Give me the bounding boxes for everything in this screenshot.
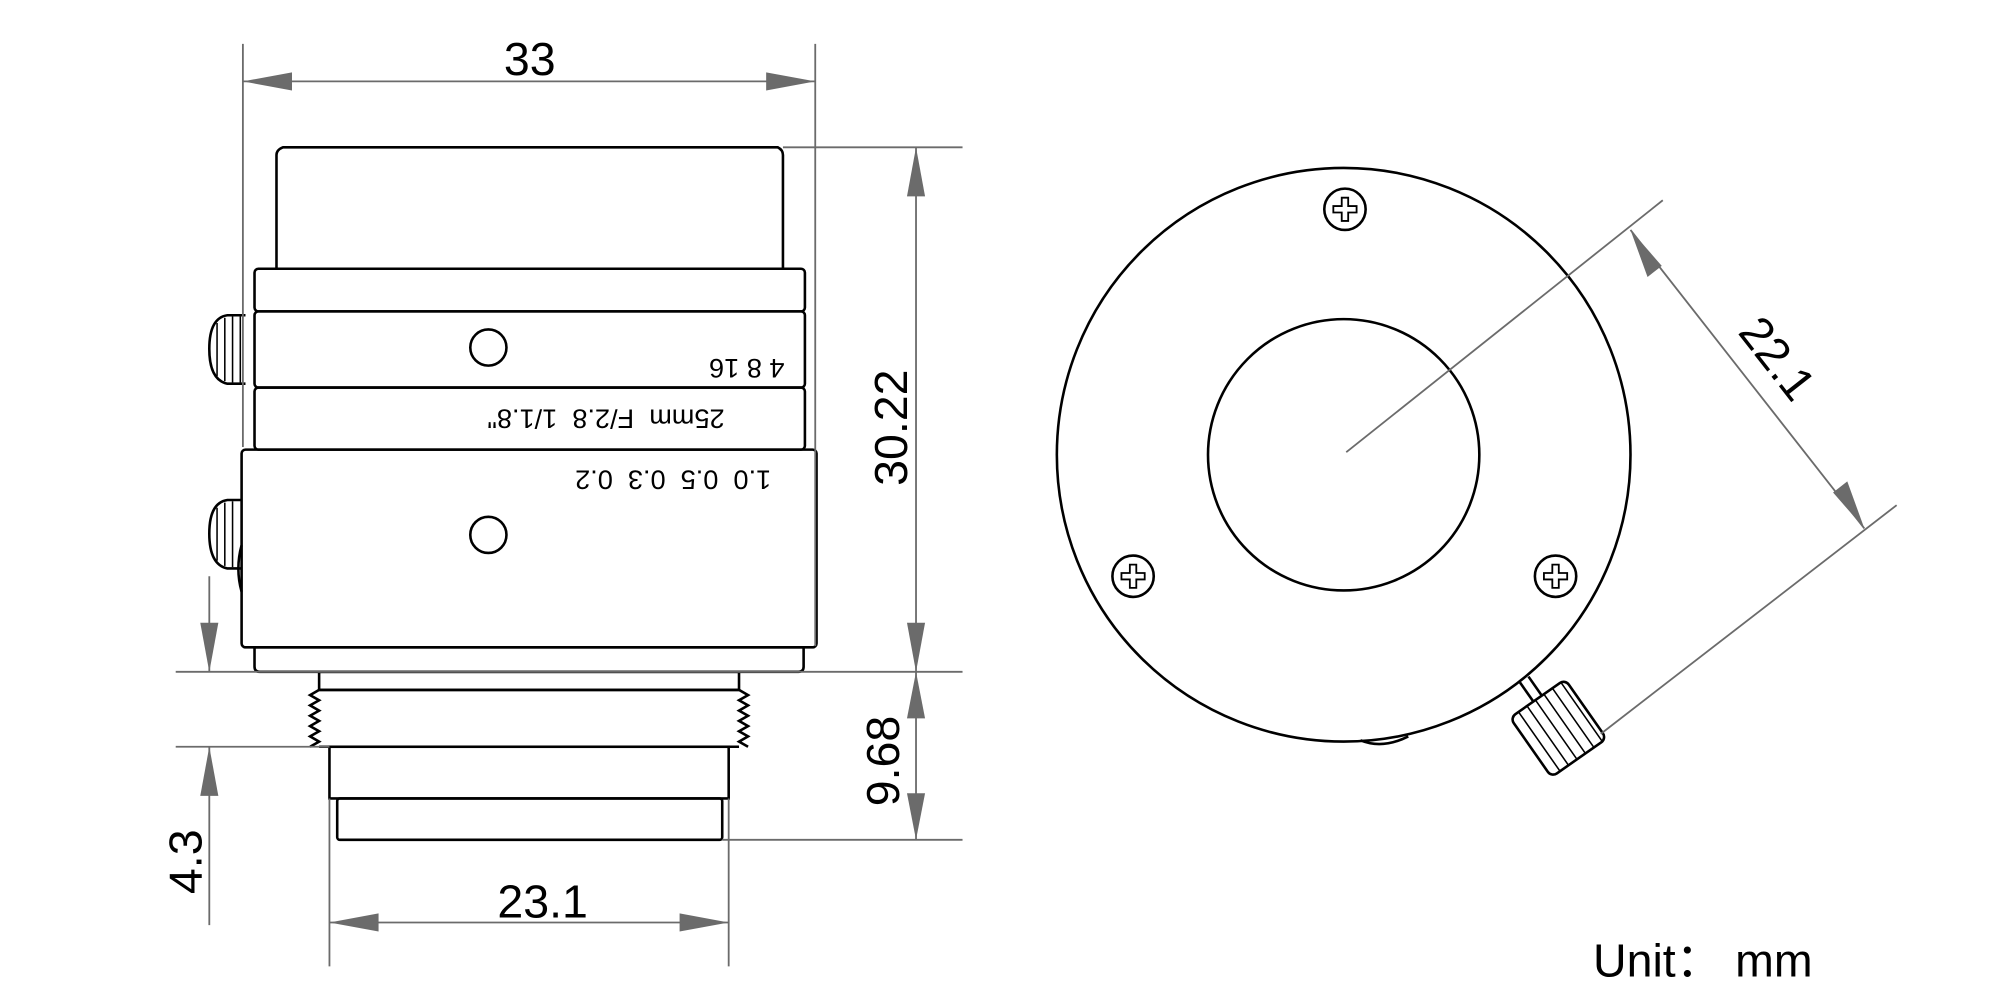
lens-side-view: 4 8 16 25mm F/2.8 1/1.8" 1.0 0.5 0.3 0.2 xyxy=(208,145,818,842)
focus-scale-text: 1.0 0.5 0.3 0.2 xyxy=(575,464,771,495)
front-view-dimensions: 22.1 xyxy=(1345,199,1898,735)
phillips-screw-left xyxy=(1111,554,1156,599)
lens-front-cap xyxy=(275,145,785,271)
unit-note: Unit： mm xyxy=(1593,935,1813,987)
mount-collar xyxy=(317,670,741,692)
dimension-flange-label: 4.3 xyxy=(160,829,212,894)
lens-spec-text: 25mm F/2.8 1/1.8" xyxy=(487,404,724,435)
aperture-index-hole xyxy=(468,328,508,367)
mount-flange xyxy=(328,745,730,800)
lower-band xyxy=(253,645,805,674)
focus-lock-screw xyxy=(208,498,243,593)
focus-index-hole xyxy=(468,515,508,555)
phillips-screw-right xyxy=(1533,554,1578,599)
aperture-lock-screw xyxy=(208,313,246,386)
mount-rear xyxy=(335,797,724,842)
side-view-dimensions: 33 30.22 9.68 4.3 23.1 xyxy=(160,33,963,967)
index-nub xyxy=(1359,735,1409,746)
front-lock-screw xyxy=(1511,675,1606,776)
dimension-height-label: 30.22 xyxy=(865,369,917,485)
lens-front-view xyxy=(1055,166,1632,776)
lens-aperture-opening xyxy=(1206,317,1481,592)
aperture-ring xyxy=(253,267,807,313)
lens-outer-ring xyxy=(1055,166,1632,743)
mount-thread xyxy=(307,688,751,749)
dimension-width-label: 33 xyxy=(504,33,556,85)
dimension-front-diameter-label: 22.1 xyxy=(1729,307,1826,410)
phillips-screw-top xyxy=(1322,187,1367,232)
aperture-scale-text: 4 8 16 xyxy=(709,353,784,384)
dimension-mount-length-label: 9.68 xyxy=(857,716,909,807)
dimension-thread-label: 23.1 xyxy=(497,875,588,927)
